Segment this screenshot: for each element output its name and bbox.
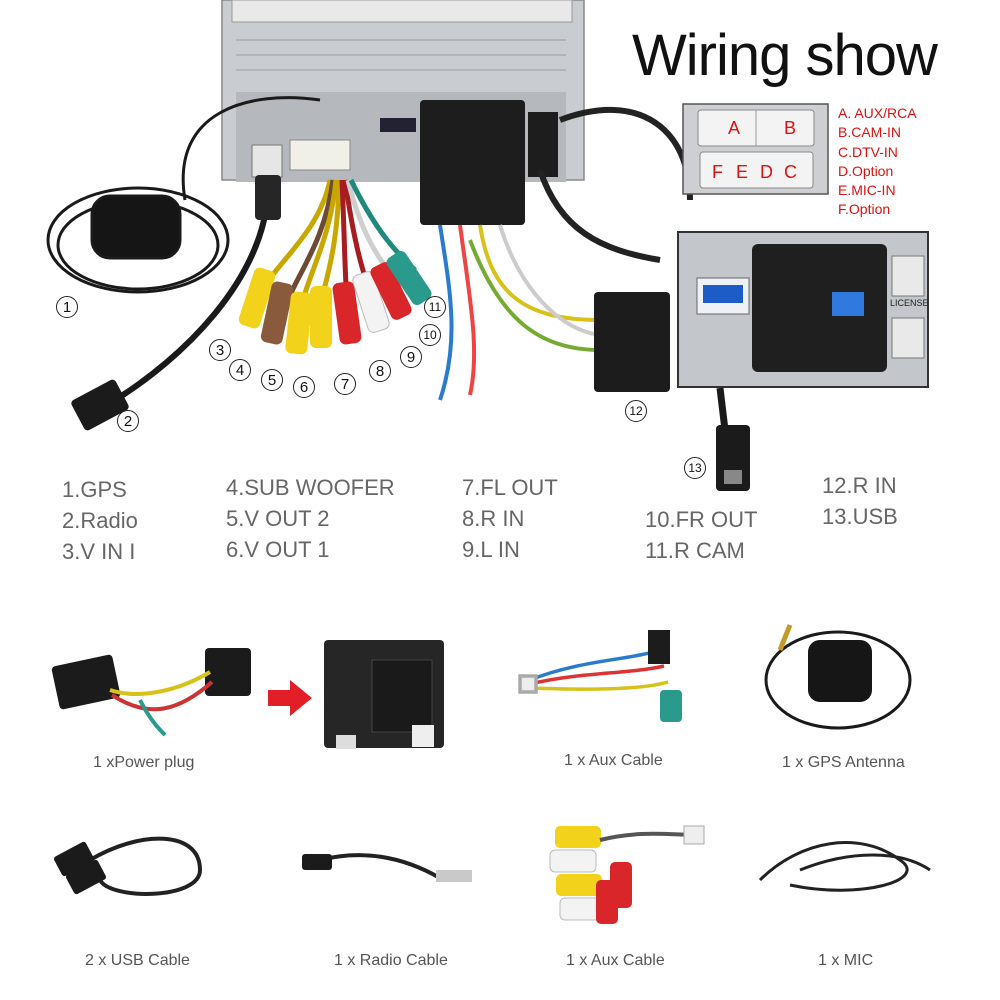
legend-column-1: 1.GPS 2.Radio 3.V IN I (62, 474, 138, 567)
legend-item: 10.FR OUT (645, 507, 758, 532)
legend-item: 3.V IN I (62, 539, 136, 564)
pin-socket-inset (682, 103, 829, 195)
license-badge: LICENSE (890, 298, 929, 308)
legend-column-4: 10.FR OUT 11.R CAM (645, 504, 757, 566)
pin-legend-item: C.DTV-IN (838, 143, 898, 160)
legend-item: 5.V OUT 2 (226, 506, 330, 531)
caption-gps-antenna: 1 x GPS Antenna (782, 754, 905, 771)
pin-legend-item: D.Option (838, 162, 894, 179)
accessory-rca-cable-drawing (549, 825, 705, 924)
legend-item: 1.GPS (62, 477, 127, 502)
callout-3: 3 (209, 339, 231, 361)
accessory-radio-cable-drawing (302, 853, 472, 882)
callout-5: 5 (261, 369, 283, 391)
pin-legend-item: E.MIC-IN (838, 182, 896, 199)
callout-2: 2 (117, 410, 139, 432)
pin-legend-item: F.Option (838, 201, 891, 218)
caption-radio-cable: 1 x Radio Cable (334, 952, 448, 969)
pin-letter-b: B (784, 118, 797, 138)
caption-rca-cable: 1 x Aux Cable (566, 952, 665, 969)
callout-10: 10 (419, 324, 441, 346)
callout-6: 6 (293, 376, 315, 398)
legend-item: 6.V OUT 1 (226, 537, 330, 562)
callout-7: 7 (334, 373, 356, 395)
legend-item: 11.R CAM (645, 538, 745, 563)
pin-letter-c: C (784, 162, 797, 182)
callout-12: 12 (625, 400, 647, 422)
pin-letter-d: D (760, 162, 773, 182)
page-title: Wiring show (632, 23, 938, 88)
rca-plugs-drawing (238, 250, 432, 355)
pin-letter-a: A (728, 118, 741, 138)
head-unit-chassis (221, 0, 585, 225)
accessory-aux-cable-drawing (518, 630, 682, 722)
red-arrow-shape (268, 680, 312, 716)
pin-letter-e: E (736, 162, 749, 182)
accessory-power-plug-drawing (51, 648, 251, 737)
pin-legend-item: A. AUX/RCA (838, 105, 917, 121)
accessory-mic-drawing (758, 841, 931, 892)
legend-column-5: 12.R IN 13.USB (822, 470, 898, 532)
callout-11: 11 (424, 296, 446, 318)
legend-item: 12.R IN (822, 473, 897, 498)
accessory-gps-antenna-drawing (764, 624, 912, 730)
caption-aux-cable: 1 x Aux Cable (564, 752, 663, 769)
caption-power-plug: 1 xPower plug (93, 754, 195, 771)
pin-legend-item: B.CAM-IN (838, 124, 901, 141)
caption-usb-cable: 2 x USB Cable (85, 952, 190, 969)
legend-item: 8.R IN (462, 506, 525, 531)
gps-antenna-drawing (46, 96, 321, 294)
legend-item: 9.L IN (462, 537, 520, 562)
legend-item: 7.FL OUT (462, 475, 558, 500)
pin-legend: A. AUX/RCA B.CAM-IN C.DTV-IN D.Option E.… (838, 104, 917, 220)
callout-1: 1 (56, 296, 78, 318)
callout-13: 13 (684, 457, 706, 479)
legend-item: 4.SUB WOOFER (226, 475, 395, 500)
callout-4: 4 (229, 359, 251, 381)
caption-mic: 1 x MIC (818, 952, 874, 969)
accessory-usb-cable-drawing (54, 836, 203, 896)
connector-panel-inset (677, 231, 929, 491)
radio-cable-drawing (71, 175, 281, 431)
callout-9: 9 (400, 346, 422, 368)
callout-8: 8 (369, 360, 391, 382)
legend-column-3: 7.FL OUT 8.R IN 9.L IN (462, 472, 558, 565)
legend-column-2: 4.SUB WOOFER 5.V OUT 2 6.V OUT 1 (226, 472, 395, 565)
legend-item: 2.Radio (62, 508, 138, 533)
accessory-iso-connector-drawing (324, 640, 444, 749)
legend-item: 13.USB (822, 504, 898, 529)
pin-letter-f: F (712, 162, 723, 182)
